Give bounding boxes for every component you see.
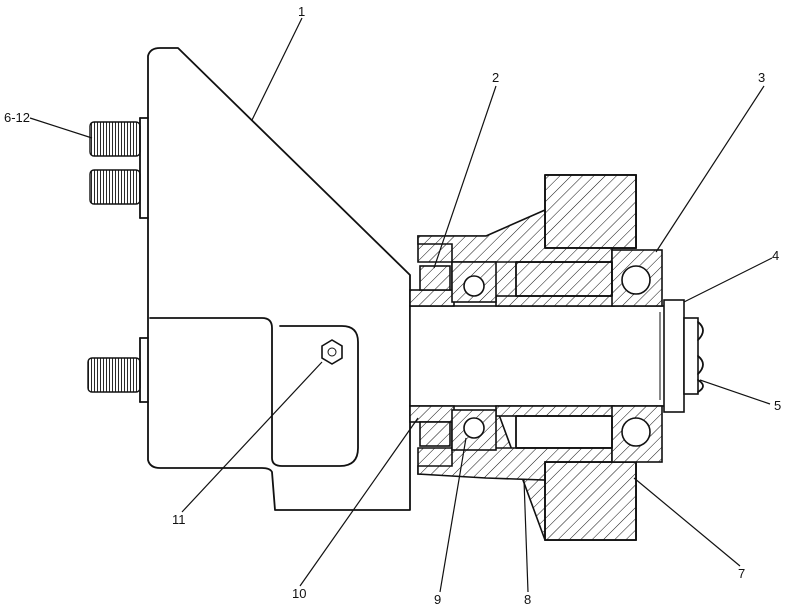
bearing-spacer (515, 261, 613, 449)
hub-housing (417, 174, 661, 541)
label-2: 2 (492, 70, 499, 85)
label-1: 1 (298, 4, 305, 19)
shaft (409, 289, 666, 423)
label-10: 10 (292, 586, 306, 601)
seal (419, 265, 451, 447)
bracket (139, 47, 411, 511)
label-3: 3 (758, 70, 765, 85)
washer (663, 299, 685, 413)
bolt-head (683, 317, 704, 395)
hex-nut (321, 339, 343, 365)
label-5: 5 (774, 398, 781, 413)
label-7: 7 (738, 566, 745, 581)
inner-bearing (451, 261, 497, 451)
label-4: 4 (772, 248, 779, 263)
label-6-12: 6-12 (4, 110, 30, 125)
label-11: 11 (172, 512, 186, 527)
callout-labels: 1 2 3 4 5 6-12 7 8 9 10 11 (4, 4, 781, 607)
label-9: 9 (434, 592, 441, 607)
label-8: 8 (524, 592, 531, 607)
stud-lower (87, 357, 141, 393)
stud-upper (89, 121, 141, 157)
leader-lines (29, 17, 773, 593)
outer-bearing (611, 249, 663, 463)
stud-middle (89, 169, 141, 205)
